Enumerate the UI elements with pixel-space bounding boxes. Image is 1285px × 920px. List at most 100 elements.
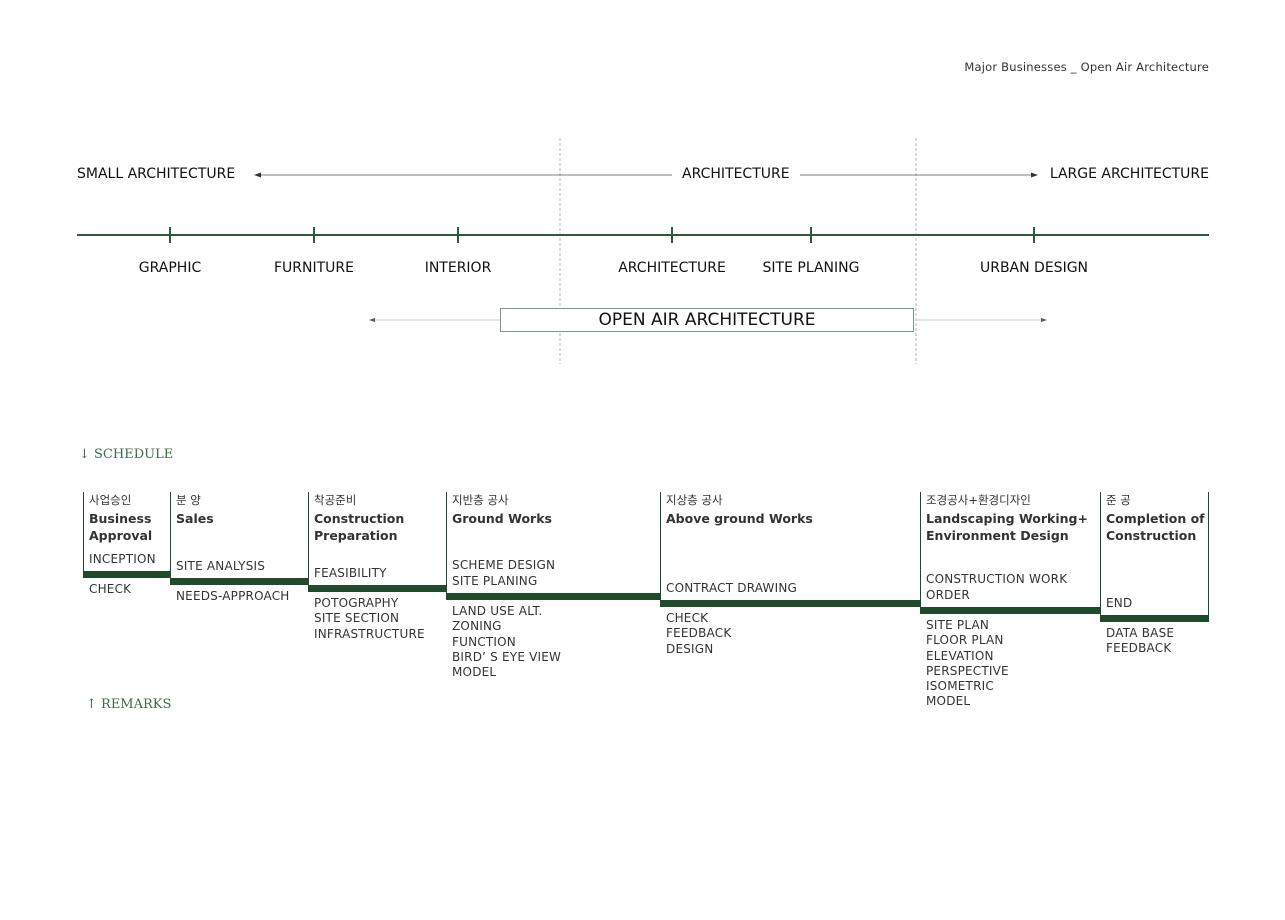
stage-korean-title: 사업승인 xyxy=(89,493,132,507)
remarks-item-line: MODEL xyxy=(926,694,971,709)
remarks-item-line: POTOGRAPHY xyxy=(314,596,399,610)
schedule-bar xyxy=(83,571,170,578)
schedule-bar xyxy=(446,593,660,600)
schedule-item-line: ORDER xyxy=(926,587,970,602)
schedule-item-line: CONTRACT DRAWING xyxy=(666,580,798,595)
schedule-bar xyxy=(660,600,920,607)
stage-english-title-line: Completion of xyxy=(1106,511,1205,526)
stage-english-title-line: Ground Works xyxy=(452,511,552,526)
tick-label-architecture: ARCHITECTURE xyxy=(618,260,726,276)
remarks-item-line: INFRASTRUCTURE xyxy=(314,626,425,641)
remarks-heading: ↑ REMARKS xyxy=(86,697,172,712)
schedule-item-line: SITE ANALYSIS xyxy=(176,558,266,573)
remarks-item-line: FEEDBACK xyxy=(666,626,732,641)
large-architecture-label: LARGE ARCHITECTURE xyxy=(1049,166,1209,182)
page-title: Major Businesses _ Open Air Architecture xyxy=(964,60,1209,74)
arrow-left-head xyxy=(254,172,261,178)
stage-divider xyxy=(660,492,661,600)
remarks-item-line: CHECK xyxy=(89,582,132,596)
stage-english-title-line: Preparation xyxy=(314,528,398,543)
stage-english-title-line: Business xyxy=(89,511,152,526)
stage-english-title-line: Sales xyxy=(176,511,214,526)
scale-ticks xyxy=(169,227,1035,243)
remarks-item-line: DESIGN xyxy=(666,641,714,656)
remarks-item-line: ELEVATION xyxy=(926,648,994,663)
schedule-bar xyxy=(170,578,308,585)
stage-schedule: CONTRACT DRAWING xyxy=(666,581,797,596)
tick-label-graphic: GRAPHIC xyxy=(138,260,202,276)
stage-remarks: NEEDS-APPROACH xyxy=(176,589,290,604)
remarks-item-line: SITE PLAN xyxy=(926,618,990,632)
schedule-bar xyxy=(920,607,1100,614)
range-arrow-right-head xyxy=(1041,318,1047,322)
remarks-item-line: SITE SECTION xyxy=(314,611,400,626)
remarks-item-line: CHECK xyxy=(666,611,709,625)
stage-schedule: FEASIBILITY xyxy=(314,566,387,581)
schedule-bar xyxy=(308,585,446,592)
stage-english-title-line: Construction xyxy=(1106,528,1197,543)
architecture-label: ARCHITECTURE xyxy=(680,166,792,182)
stage-english-title: Sales xyxy=(176,510,214,527)
remarks-item-line: PERSPECTIVE xyxy=(926,663,1009,678)
schedule-item-line: END xyxy=(1106,595,1133,610)
stage-english-title-line: Landscaping Working+ xyxy=(926,511,1088,526)
stage-korean-title: 분 양 xyxy=(176,493,201,507)
schedule-bar xyxy=(1100,615,1209,622)
stage-divider-end xyxy=(1208,492,1209,615)
stage-korean-title: 지반층 공사 xyxy=(452,493,509,507)
stage-divider xyxy=(308,492,309,585)
tick-label-urban-design: URBAN DESIGN xyxy=(979,260,1089,276)
remarks-item-line: ISOMETRIC xyxy=(926,679,994,694)
remarks-item-line: ZONING xyxy=(452,619,502,634)
stage-english-title: Above ground Works xyxy=(666,510,813,527)
remarks-item-line: BIRD’ S EYE VIEW xyxy=(452,649,562,664)
schedule-item-line: SITE PLANING xyxy=(452,573,538,588)
stage-remarks: CHECK xyxy=(89,582,131,597)
tick-label-site-planing: SITE PLANING xyxy=(762,260,860,276)
stage-schedule: INCEPTION xyxy=(89,552,156,567)
stage-korean-title: 조경공사+환경디자인 xyxy=(926,493,1031,507)
stage-divider xyxy=(446,492,447,593)
remarks-item-line: LAND USE ALT. xyxy=(452,604,543,618)
stage-english-title-line: Construction xyxy=(314,511,405,526)
stage-schedule: SITE ANALYSIS xyxy=(176,559,265,574)
schedule-item-line: INCEPTION xyxy=(89,551,156,566)
schedule-item-line: CONSTRUCTION WORK xyxy=(926,572,1068,587)
schedule-item-line: SCHEME DESIGN xyxy=(452,558,556,573)
stage-english-title: Completion of Construction xyxy=(1106,510,1205,544)
remarks-item-line: DATA BASE xyxy=(1106,626,1175,640)
open-air-architecture-box: OPEN AIR ARCHITECTURE xyxy=(500,308,914,332)
stage-header: 조경공사+환경디자인 Landscaping Working+Environmen… xyxy=(926,492,1088,544)
schedule-heading: ↓ SCHEDULE xyxy=(79,447,174,462)
remarks-item-line: FLOOR PLAN xyxy=(926,633,1004,648)
stage-english-title: Landscaping Working+Environment Design xyxy=(926,510,1088,544)
stage-english-title-line: Approval xyxy=(89,528,153,543)
remarks-item-line: MODEL xyxy=(452,665,497,680)
tick-label-furniture: FURNITURE xyxy=(273,260,355,276)
stage-header: 지상층 공사 Above ground Works xyxy=(666,492,813,527)
arrow-right-head xyxy=(1031,172,1038,178)
stage-divider xyxy=(170,492,171,578)
stage-divider xyxy=(83,492,84,571)
stage-korean-title: 지상층 공사 xyxy=(666,493,723,507)
stage-english-title-line: Above ground Works xyxy=(666,511,813,526)
stage-divider xyxy=(920,492,921,607)
stage-schedule: END xyxy=(1106,596,1132,611)
stage-english-title: Ground Works xyxy=(452,510,552,527)
schedule-item-line: FEASIBILITY xyxy=(314,565,387,580)
stage-korean-title: 착공준비 xyxy=(314,493,357,507)
small-architecture-label: SMALL ARCHITECTURE xyxy=(77,166,236,182)
